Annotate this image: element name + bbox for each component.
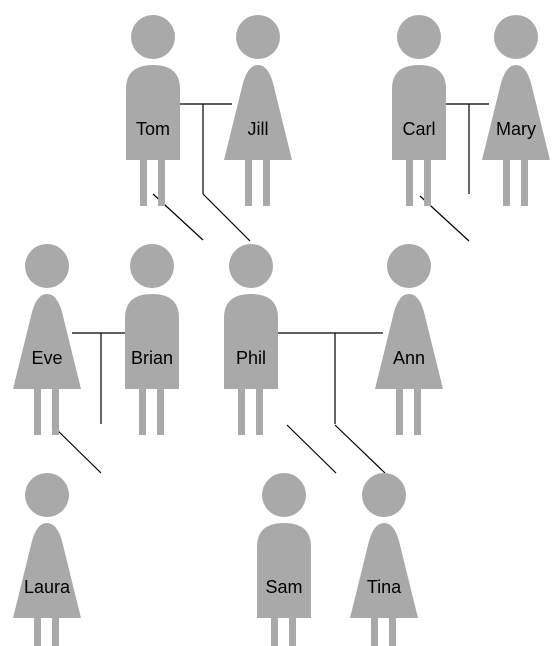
male-body-shape	[125, 294, 179, 389]
person-head	[362, 473, 406, 517]
person-mary: Mary	[482, 15, 550, 206]
person-tom: Tom	[126, 15, 180, 206]
person-name-label: Brian	[131, 348, 173, 368]
person-head	[25, 473, 69, 517]
female-body-shape	[350, 523, 418, 618]
male-body-shape	[126, 65, 180, 160]
right-leg	[157, 389, 164, 435]
couple-link-phil-ann	[276, 332, 383, 424]
left-leg	[503, 160, 510, 206]
female-body-shape	[13, 294, 81, 389]
person-eve: Eve	[13, 244, 81, 435]
right-leg	[256, 389, 263, 435]
connector-line	[334, 424, 386, 474]
left-leg	[34, 618, 41, 646]
right-leg	[158, 160, 165, 206]
right-leg	[52, 389, 59, 435]
person-name-label: Sam	[265, 577, 302, 597]
right-leg	[424, 160, 431, 206]
left-leg	[406, 160, 413, 206]
person-name-label: Ann	[393, 348, 425, 368]
person-jill: Jill	[224, 15, 292, 206]
person-name-label: Mary	[496, 119, 536, 139]
left-leg	[34, 389, 41, 435]
female-body-shape	[224, 65, 292, 160]
person-head	[25, 244, 69, 288]
left-leg	[139, 389, 146, 435]
person-head	[130, 244, 174, 288]
left-leg	[140, 160, 147, 206]
person-ann: Ann	[375, 244, 443, 435]
left-leg	[371, 618, 378, 646]
person-head	[262, 473, 306, 517]
male-body-shape	[257, 523, 311, 618]
male-body-shape	[224, 294, 278, 389]
left-leg	[396, 389, 403, 435]
connector-line	[286, 424, 337, 474]
connector-line	[202, 193, 251, 242]
person-brian: Brian	[125, 244, 179, 435]
person-name-label: Carl	[402, 119, 435, 139]
person-name-label: Jill	[248, 119, 269, 139]
left-leg	[245, 160, 252, 206]
person-head	[236, 15, 280, 59]
female-body-shape	[482, 65, 550, 160]
right-leg	[52, 618, 59, 646]
right-leg	[414, 389, 421, 435]
person-laura: Laura	[13, 473, 81, 646]
person-phil: Phil	[224, 244, 278, 435]
female-body-shape	[13, 523, 81, 618]
couple-link-tom-jill	[176, 103, 232, 194]
couple-link-carl-mary	[443, 103, 489, 194]
left-leg	[238, 389, 245, 435]
right-leg	[521, 160, 528, 206]
person-head	[229, 244, 273, 288]
person-name-label: Phil	[236, 348, 266, 368]
person-name-label: Eve	[31, 348, 62, 368]
right-leg	[389, 618, 396, 646]
left-leg	[271, 618, 278, 646]
person-head	[397, 15, 441, 59]
right-leg	[263, 160, 270, 206]
person-carl: Carl	[392, 15, 446, 206]
person-head	[387, 244, 431, 288]
female-body-shape	[375, 294, 443, 389]
couple-link-eve-brian	[72, 332, 125, 424]
person-name-label: Laura	[24, 577, 71, 597]
person-name-label: Tina	[367, 577, 402, 597]
person-sam: Sam	[257, 473, 311, 646]
person-name-label: Tom	[136, 119, 170, 139]
right-leg	[289, 618, 296, 646]
connector-line	[51, 424, 102, 474]
male-body-shape	[392, 65, 446, 160]
person-head	[131, 15, 175, 59]
person-head	[494, 15, 538, 59]
person-tina: Tina	[350, 473, 418, 646]
